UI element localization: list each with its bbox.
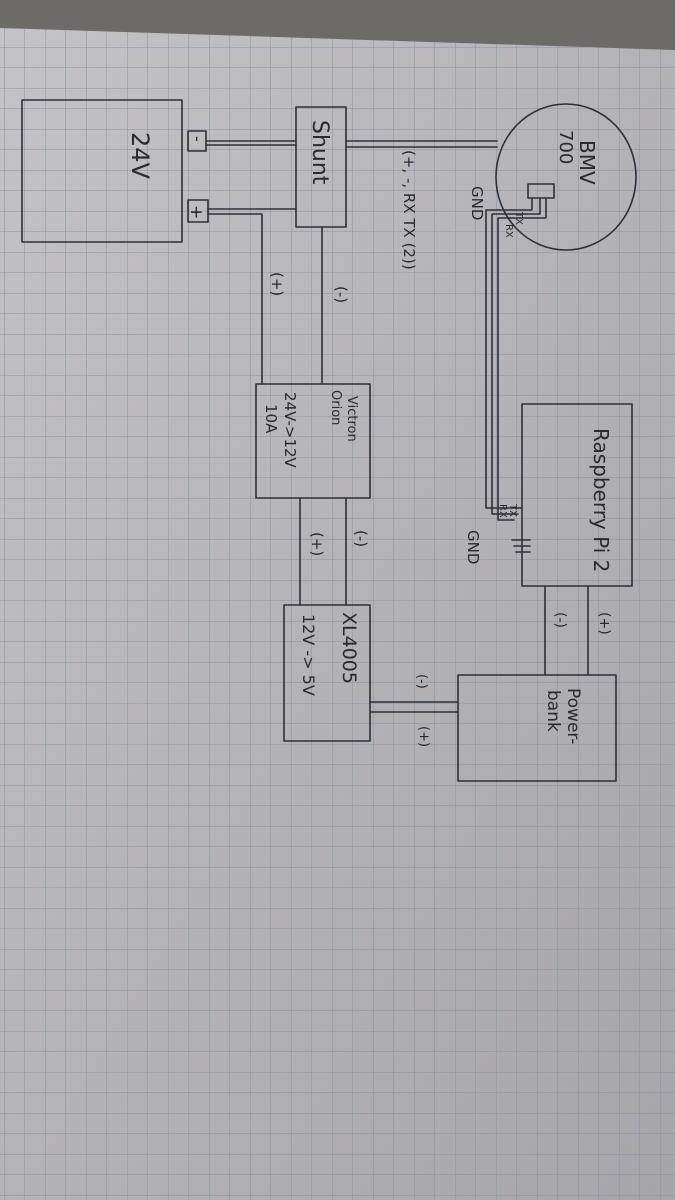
xl4005-label-line1: XL4005 <box>338 612 360 684</box>
pi-rx-label: RX <box>497 504 508 518</box>
bmv-rx-label: RX <box>503 224 514 238</box>
shunt-box <box>295 106 347 228</box>
victron-label-line4: 10A <box>262 404 280 434</box>
bmv-label-line2: 700 <box>555 130 576 164</box>
paper-grid <box>0 28 675 1200</box>
bmv-connection-note: (+, -, RX TX (2)) <box>400 150 418 270</box>
battery-label: 24V <box>126 132 154 180</box>
pi-pb-pos-label: (+) <box>596 612 612 635</box>
victron-box <box>255 383 371 499</box>
battery-victron-pos-label: (+) <box>268 272 286 296</box>
shunt-victron-neg-label: (-) <box>332 286 350 303</box>
raspberry-box <box>521 403 633 587</box>
victron-xl-pos-label: (+) <box>308 532 326 556</box>
bmv-gnd-label: GND <box>468 186 486 220</box>
bmv-connector <box>527 183 555 199</box>
victron-xl-neg-label: (-) <box>352 530 370 547</box>
xl4005-box <box>283 604 371 742</box>
pi-tx-label: TX <box>507 503 518 517</box>
battery-pos-label: + <box>186 205 206 219</box>
battery-neg-label: - <box>188 136 207 142</box>
shunt-label: Shunt <box>307 120 332 185</box>
victron-label-line2: Orion <box>328 390 343 425</box>
victron-label-line1: Victron <box>344 396 359 442</box>
xl4005-label-line2: 12V -> 5V <box>299 614 318 696</box>
powerbank-label-line2: bank <box>543 690 563 732</box>
xl-pb-pos-label: (+) <box>416 726 431 747</box>
wire-battery-pos-to-victron <box>207 213 263 385</box>
wire-bmv-gnd <box>497 197 547 521</box>
wire-pi-pins <box>511 539 531 553</box>
battery-box <box>21 99 183 243</box>
battery-terminal-pos <box>187 199 209 223</box>
bmv-circle <box>495 103 637 251</box>
raspberry-label: Raspberry Pi 2 <box>589 428 613 572</box>
powerbank-box <box>457 674 617 782</box>
wire-bmv-rx <box>491 197 541 515</box>
victron-label-line3: 24V->12V <box>281 392 299 469</box>
bmv-tx-label: TX <box>513 211 524 225</box>
pi-gnd-label: GND <box>464 530 482 564</box>
xl-pb-neg-label: (-) <box>414 674 429 689</box>
powerbank-label-line1: Power- <box>563 688 583 744</box>
bmv-label-line1: BMV <box>575 140 599 185</box>
pi-pb-neg-label: (-) <box>552 612 568 628</box>
